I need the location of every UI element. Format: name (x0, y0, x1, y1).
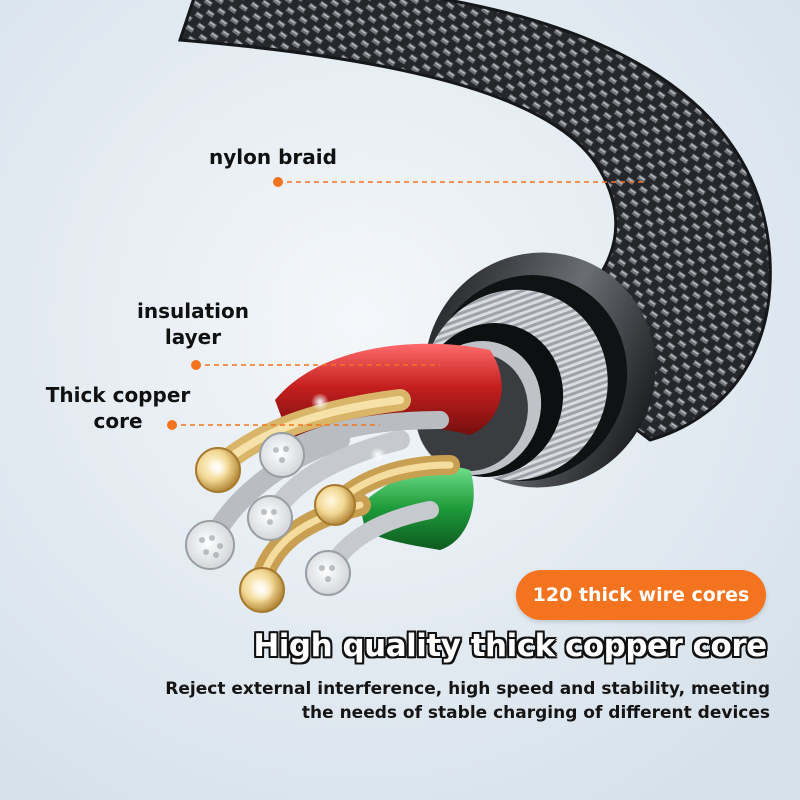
strand-bundle-end (305, 550, 351, 596)
nylon-braid-label: nylon braid (209, 145, 337, 169)
headline: High quality thick copper core (253, 628, 767, 664)
copper-core-end (314, 484, 356, 526)
strand-bundle-end (259, 432, 305, 478)
wire-cores-badge: 120 thick wire cores (516, 570, 766, 620)
thick-copper-core-label: Thick copper core (45, 383, 191, 433)
callout-dot-copper (167, 420, 177, 430)
callout-dot-insulation (191, 360, 201, 370)
strand-bundle-end (247, 495, 293, 541)
strand-bundle-end (185, 520, 235, 570)
callout-lines (172, 181, 645, 426)
callout-dot-nylon (273, 177, 283, 187)
insulation-layer-label: insulation layer (137, 299, 249, 349)
description: Reject external interference, high speed… (165, 679, 770, 723)
